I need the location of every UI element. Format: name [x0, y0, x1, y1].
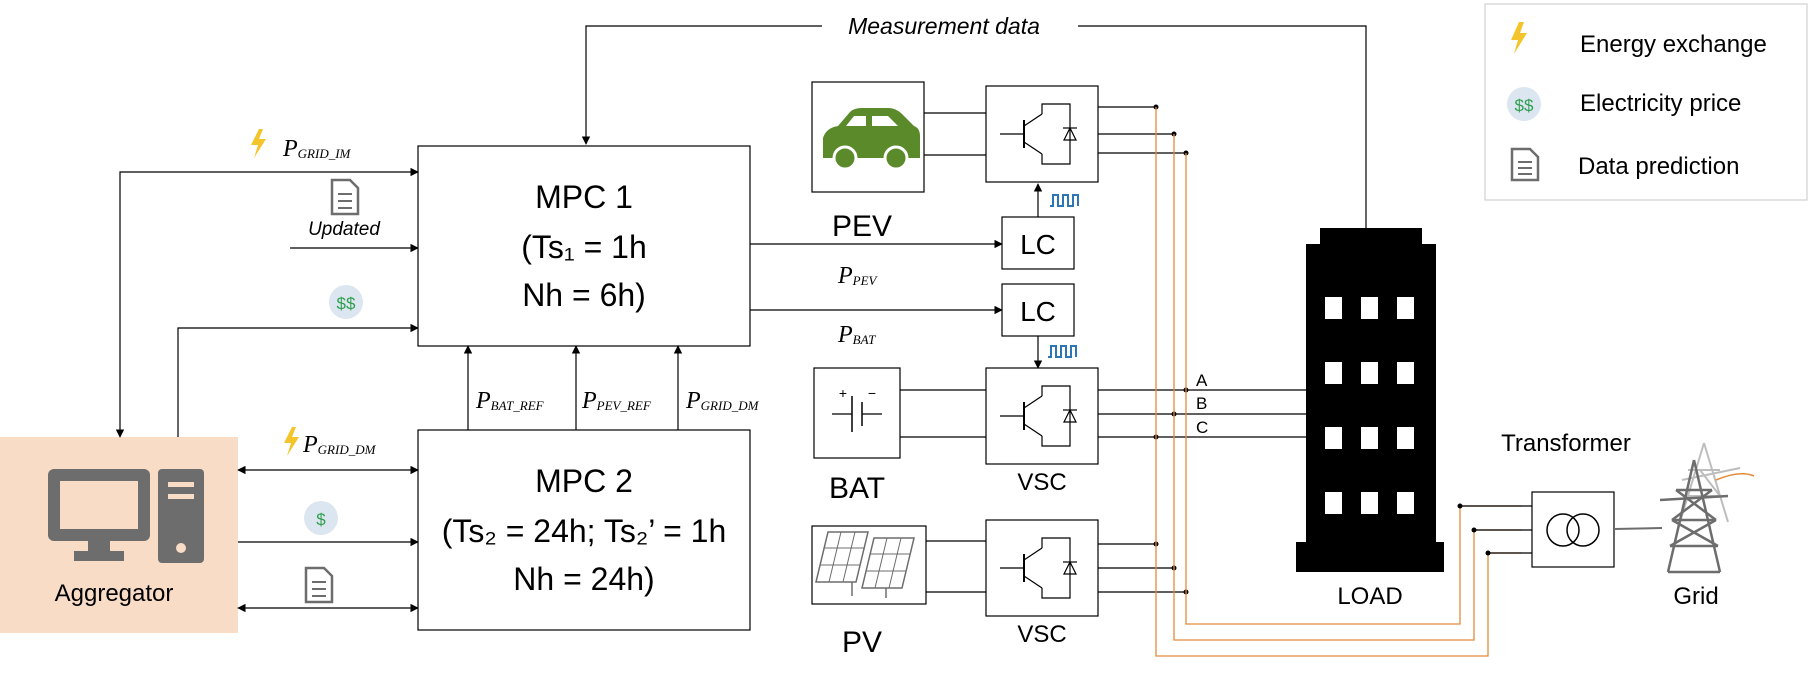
converter-pv: VSC	[985, 519, 1099, 648]
pev-device	[811, 81, 925, 193]
p-grid-im-label: PGRID_IM	[282, 136, 352, 162]
tower-icon	[1659, 459, 1729, 574]
load-building: LOAD	[1296, 228, 1444, 610]
updated-label: Updated	[308, 219, 381, 240]
p-pev-label: PPEV	[837, 263, 879, 289]
lc1-block: LC	[1001, 216, 1075, 270]
mpc1-inputs: PGRID_IM Updated $$	[115, 129, 419, 438]
document-icon	[330, 178, 360, 216]
svg-text:−: −	[868, 385, 876, 401]
load-label: LOAD	[1337, 583, 1402, 610]
p-bat-label: PBAT	[837, 322, 876, 348]
reference-signals: PBAT_REF PPEV_REF PGRID_DM	[463, 345, 760, 430]
legend-price-label: Electricity price	[1580, 90, 1741, 117]
solar-panel-icon	[815, 531, 915, 598]
aggregator: Aggregator	[0, 437, 238, 633]
igbt-icon	[1000, 385, 1077, 447]
vsc-bat-label: VSC	[1017, 469, 1066, 496]
svg-text:$: $	[316, 510, 326, 529]
vsc-pv-label: VSC	[1017, 621, 1066, 648]
aggregator-label: Aggregator	[55, 580, 174, 607]
dc-wires	[900, 112, 986, 593]
bat-device: + − BAT	[813, 367, 901, 505]
lightning-icon	[1511, 22, 1527, 54]
pev-label: PEV	[832, 210, 892, 243]
svg-text:$$: $$	[337, 294, 356, 313]
svg-text:+: +	[839, 385, 847, 401]
gate-signals	[1033, 183, 1079, 369]
mpc1-block: MPC 1 (Ts₁ = 1h Nh = 6h)	[417, 145, 751, 347]
bat-label: BAT	[829, 472, 885, 505]
converter-pev	[985, 85, 1099, 183]
grid-label: Grid	[1673, 583, 1718, 610]
document-icon	[304, 566, 334, 604]
lightning-icon	[284, 427, 299, 456]
transformer-icon	[1546, 513, 1600, 547]
measurement-data-label: Measurement data	[848, 13, 1040, 39]
svg-text:LC: LC	[1020, 229, 1056, 260]
transformer-label: Transformer	[1501, 430, 1631, 457]
pwm-icon	[1050, 194, 1079, 207]
igbt-icon	[1000, 103, 1077, 165]
pv-label: PV	[842, 626, 882, 659]
building-icon	[1296, 228, 1444, 572]
mpc2-title: MPC 2	[535, 463, 633, 499]
mpc2-links: PGRID_DM $	[237, 427, 419, 613]
lc2-block: LC	[1001, 283, 1075, 337]
svg-text:LC: LC	[1020, 296, 1056, 327]
igbt-icon	[1000, 537, 1077, 599]
converter-bat: VSC	[985, 367, 1099, 496]
lightning-icon	[251, 129, 266, 158]
ac-bus: A B C	[1098, 104, 1532, 657]
phase-a-label: A	[1196, 371, 1208, 390]
mpc2-block: MPC 2 (Ts₂ = 24h; Ts₂’ = 1h Nh = 24h)	[417, 429, 751, 631]
measurement-feedback: Measurement data	[581, 13, 1367, 228]
mpc2-horizon: Nh = 24h)	[513, 561, 654, 597]
computer-icon	[48, 469, 204, 563]
price-icon: $	[304, 501, 338, 535]
phase-c-label: C	[1196, 418, 1208, 437]
ref-pev-label: PPEV_REF	[581, 388, 652, 414]
document-icon	[1510, 147, 1540, 182]
battery-icon: + −	[832, 385, 882, 432]
grid: Grid	[1659, 442, 1755, 610]
car-icon	[823, 108, 920, 171]
svg-text:$$: $$	[1515, 96, 1534, 115]
phase-b-label: B	[1196, 394, 1207, 413]
legend-energy-label: Energy exchange	[1580, 31, 1767, 58]
mpc1-horizon: Nh = 6h)	[522, 277, 646, 313]
price-icon: $$	[329, 285, 363, 319]
mpc1-timestep: (Ts₁ = 1h	[521, 229, 647, 265]
mpc1-outputs: PEV PPEV PBAT	[750, 210, 1003, 348]
legend-prediction-label: Data prediction	[1578, 153, 1739, 180]
price-icon: $$	[1507, 87, 1541, 121]
p-grid-dm-label: PGRID_DM	[302, 432, 377, 458]
ref-bat-label: PBAT_REF	[475, 388, 545, 414]
pwm-icon	[1048, 345, 1077, 358]
mpc1-title: MPC 1	[535, 179, 633, 215]
transformer: Transformer	[1501, 430, 1663, 568]
mpc2-timestep: (Ts₂ = 24h; Ts₂’ = 1h	[442, 513, 727, 549]
legend: Energy exchange $$ Electricity price Dat…	[1484, 3, 1808, 201]
ref-grid-label: PGRID_DM	[685, 388, 760, 414]
pv-device: PV	[811, 525, 927, 659]
